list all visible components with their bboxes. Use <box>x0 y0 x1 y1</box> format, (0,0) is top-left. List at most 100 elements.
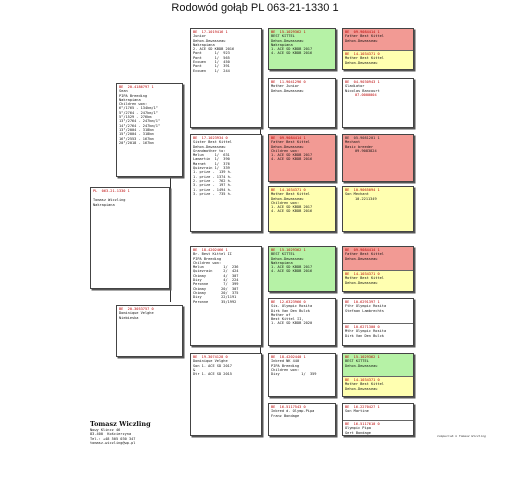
pedigree-line: Inbred d. Olymp.Pipa <box>271 409 315 414</box>
pedigree-line: Children won: <box>193 260 222 265</box>
pedigree-line: 1. ACE SD KBDB 2017 <box>271 265 313 270</box>
pedigree-line: Dominique Velghe <box>119 311 154 316</box>
pedigree-line: Nakrapiana <box>193 42 215 47</box>
pedigree-line: Basic breeder <box>345 144 374 149</box>
pedigree-line: BEST KITTEL <box>271 34 295 39</box>
dam-sire-box: BE 18-4202466 1 Br. Best Kittel II PIPA … <box>190 246 262 346</box>
pedigree-line: 13°/2004 - 318km <box>119 127 154 132</box>
pedigree-line: 1. ACE SD KBDB 2017 <box>271 47 313 52</box>
connector <box>170 115 171 302</box>
g4-box-4: BE 10-9065094 1 Son Mechant 10-2211349 <box>342 186 414 232</box>
pedigree-line: Quievrain 1/ 339 <box>193 166 230 171</box>
owner-phone: Tel.: +48 505 030 347 <box>90 436 136 441</box>
pedigree-line: 16°/2553 - 167km <box>119 136 154 141</box>
pedigree-line: Gladiator <box>345 84 365 89</box>
pedigree-line: Sister Best Kittel <box>193 140 232 145</box>
pedigree-line: Father Best Kittel <box>271 140 310 145</box>
ring-number: 09-9083824 <box>355 148 377 153</box>
ring-number: BE 04-9030943 1 <box>345 80 380 84</box>
pedigree-line: Pont 1/ 565 <box>193 55 230 60</box>
pedigree-line: Dehon-Dewasseau <box>193 144 226 149</box>
pedigree-line: 20°/2018 - 167km <box>119 140 154 145</box>
pedigree-line: PIPA Breeding <box>119 93 148 98</box>
g4-box-2: BE 04-9030943 1 Gladiator Nicolas Bancou… <box>342 78 414 128</box>
pedigree-line: Dehon-Dewasseau <box>271 144 304 149</box>
pedigree-line: Children won: <box>271 367 300 372</box>
pedigree-line: Father Best Kittel <box>345 252 384 257</box>
ring-number: BE 11-9041296 0 <box>271 80 306 84</box>
pedigree-line: Ecouen 1/ 244 <box>193 68 230 73</box>
ring-number: BE 18-4202466 1 <box>193 248 228 252</box>
ring-number: BE 12-6323966 0 <box>271 300 306 304</box>
pedigree-line: BEST KITTEL <box>345 359 369 364</box>
pedigree-line: Dehon-Dewasseau <box>345 363 378 368</box>
sire-sire-dam-box: BE 11-9041296 0 Mother Junior Dehon-Dewa… <box>268 78 336 128</box>
pedigree-line: 5°/2764 - 247km/1° <box>119 110 158 115</box>
pedigree-line: Mother of <box>271 312 291 317</box>
pedigree-line: Dehon-Dewasseau <box>271 256 304 261</box>
ring-number: BE 15-1029362 1 <box>271 248 306 252</box>
pedigree-line: Dehon-Dewasseau <box>193 38 226 43</box>
owner-email: tomasz-wiczling@wp.pl <box>90 441 136 446</box>
pedigree-line: Nicolas Bancourt <box>345 88 380 93</box>
page-title: Rodowód gołąb PL 063-21-1330 1 <box>171 2 339 14</box>
ring-number: BE 10-6271300 0 <box>345 325 380 329</box>
pedigree-line: Mother Junior <box>271 84 300 89</box>
ring-number: BE 17-1019416 1 <box>193 30 228 34</box>
ring-number: BE 16-2270427 1 <box>345 405 380 409</box>
pedigree-line: Son 1. ACE SD 2017 <box>193 363 232 368</box>
g4-box-5: BE 09-9084414 1 Father Best Kittel Dehon… <box>342 246 414 292</box>
pedigree-line: Junior <box>193 34 206 39</box>
ring-number: BE 15-1029362 1 <box>271 30 306 34</box>
owner-name: Tomasz Wiczling <box>90 420 151 428</box>
g4-box-6: BE 10-6291397 1 Fthr Olympic Rosita Stef… <box>342 298 414 346</box>
ring-number: BE 20-3053757 0 <box>119 307 154 311</box>
pedigree-line: Mthr Olympic Rosita <box>345 329 387 334</box>
pedigree-line: Dehon-Dewasseau <box>345 256 378 261</box>
g4-box-7: BE 15-1029362 1 BEST KITTEL Dehon-Dewass… <box>342 353 414 397</box>
pedigree-line: Nakrapiana <box>271 260 293 265</box>
subject-box: PL 063-21-1330 1 Tomasz Wiczling Nakrapi… <box>90 187 170 289</box>
dam-dam-box: BE 19-3074128 0 Dominique Velghe Son 1. … <box>190 353 262 436</box>
pedigree-line: Peronne 7/ 399 <box>193 282 239 287</box>
pedigree-line: 2. prize - 762 h. <box>193 178 232 183</box>
pedigree-line: Dizy 22/1191 <box>193 295 237 300</box>
ring-number: BE 20-4186797 1 <box>119 85 154 89</box>
pedigree-line: Children won: <box>271 200 300 205</box>
ring-number: BE 15-1029362 1 <box>345 355 380 359</box>
pedigree-line: Inbred NK 440 <box>271 359 300 364</box>
software-credit: Compuclub ® Tomasz Wiczling <box>437 434 486 438</box>
pedigree-line: Peronne 35/1992 <box>193 299 237 304</box>
ring-number: BE 05-9081201 1 <box>345 136 380 140</box>
sire-dam-box: BE 17-1023934 0 Sister Best Kittel Dehon… <box>190 134 262 232</box>
ring-number: BE 09-9084414 1 <box>345 30 380 34</box>
pedigree-line: Son Mechant <box>345 192 369 197</box>
ring-number: BE 16-5117610 0 <box>345 422 380 426</box>
pedigree-line: 15°/2004 - 318km <box>119 132 154 137</box>
ring-number: BE 19-3074128 0 <box>193 355 228 359</box>
pedigree-line: 5°/1529 - 276km <box>119 115 152 120</box>
pedigree-line: Dizy 1/ 359 <box>271 372 317 377</box>
color: Nakrapiana <box>93 202 115 207</box>
pedigree-line: 3. prize - 735 h. <box>193 191 232 196</box>
pedigree-line: Father Best Kittel <box>345 34 384 39</box>
pedigree-line: 2. ACE SD KBDB 2016 <box>193 47 235 52</box>
ring-number: 07-0000004 <box>355 92 377 97</box>
dam-sire-dam-box: BE 12-6323966 0 Sis. Olympic Rosita Dirk… <box>268 298 336 346</box>
ring-number: BE 14-1034371 0 <box>345 378 380 382</box>
pedigree-line: Dehon-Dewasseau <box>345 280 378 285</box>
ring-number: BE 10-6291397 1 <box>345 300 380 304</box>
pedigree-line: PIPA Breeding <box>193 256 222 261</box>
pedigree-line: Pont 1/ 391 <box>193 64 230 69</box>
pedigree-line: Pont 1/ 923 <box>193 51 230 56</box>
pedigree-line: Chimay 20/ 375 <box>193 290 239 295</box>
pedigree-line: Chimay 20/ 307 <box>193 286 239 291</box>
pedigree-line: Niebieska <box>119 315 139 320</box>
pedigree-line: Dominique Velghe <box>193 359 228 364</box>
pedigree-line: Sean <box>119 89 128 94</box>
pedigree-line: 4. ACE SD KBDB 2016 <box>271 51 313 56</box>
dam-dam-sire-box: BE 18-4202440 1 Inbred NK 440 PIPA Breed… <box>268 353 336 397</box>
pedigree-line: 4. ACE SD KBDB 2016 <box>271 269 313 274</box>
pedigree-line: Grandmother to: <box>193 148 226 153</box>
pedigree-line: Sis. Olympic Rosita <box>271 304 313 309</box>
